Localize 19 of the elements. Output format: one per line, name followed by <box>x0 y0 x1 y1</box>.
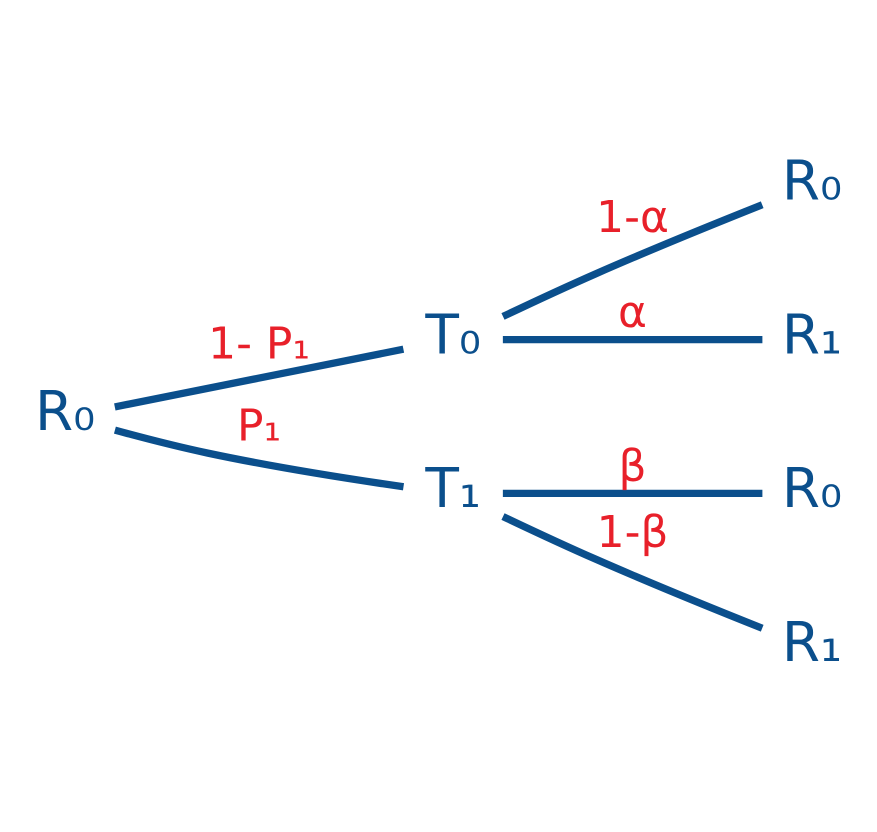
connector <box>114 426 404 490</box>
edge-label: 1-α <box>596 191 669 242</box>
node-text: R₁ <box>782 609 842 674</box>
node-text: R₁ <box>782 302 842 366</box>
node-text: T₁ <box>425 456 481 520</box>
edge-label: 1- P₁ <box>208 318 310 369</box>
edge-label: 1-β <box>596 506 668 558</box>
node-text: T₀ <box>425 302 481 366</box>
connector <box>501 512 764 632</box>
node-text: R₀ <box>34 378 96 443</box>
node-text: R₀ <box>782 148 842 212</box>
node-text: R₀ <box>782 456 842 520</box>
edge-label: α <box>618 286 648 338</box>
connector <box>114 345 404 410</box>
connector <box>502 489 762 497</box>
connector <box>502 335 762 343</box>
edge-label: β <box>618 440 647 492</box>
connector <box>501 200 764 320</box>
edge-label: P₁ <box>237 400 282 452</box>
